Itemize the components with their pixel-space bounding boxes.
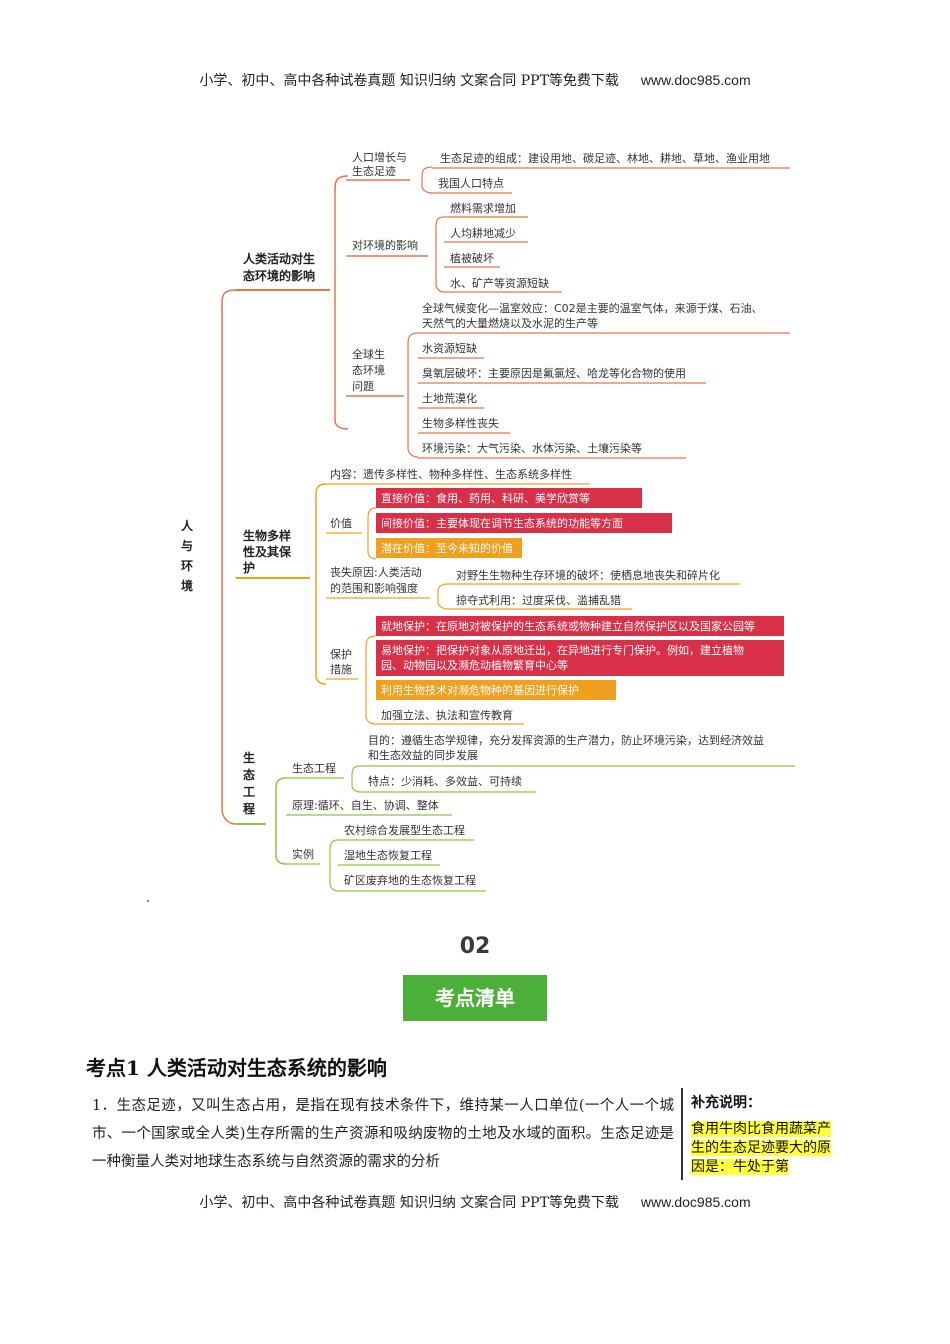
mind-map: 人 与 环 境 人类活动对生 态环境的影响 人口增长与 生态足迹 生态足迹的组成… (181, 150, 795, 892)
footer-url[interactable]: www.doc985.com (640, 1194, 751, 1210)
b2-value-1: 直接价值：食用、药用、科研、美学欣赏等 (381, 491, 590, 505)
b1-s3-item-1a: 全球气候变化—温室效应：C02是主要的温室气体，来源于煤、石油、 (422, 301, 763, 315)
b1-s2-item-3: 植被破坏 (450, 251, 494, 265)
root-char-4: 境 (181, 578, 193, 593)
branch-1: 人类活动对生 态环境的影响 人口增长与 生态足迹 生态足迹的组成：建设用地、碳足… (236, 150, 790, 459)
banner-label: 考点清单 (435, 986, 515, 1010)
root-char-2: 与 (181, 539, 193, 553)
branch-3-title-2: 态 (243, 767, 255, 782)
b1-s1-item-2: 我国人口特点 (438, 176, 504, 190)
header-url[interactable]: www.doc985.com (640, 72, 751, 88)
branch-2-title-line2: 性及其保 (242, 544, 292, 559)
b2-protect-title-2: 措施 (330, 662, 352, 676)
b2-value-2: 间接价值：主要体现在调节生态系统的功能等方面 (381, 516, 623, 530)
b2-content: 内容：遗传多样性、物种多样性、生态系统多样性 (330, 467, 572, 481)
branch-2-title-line1: 生物多样 (243, 528, 291, 543)
section-paragraph: 1．生态足迹，又叫生态占用，是指在现有技术条件下，维持某一人口单位(一个人一个城… (92, 1098, 674, 1170)
branch-3: 生 态 工 程 生态工程 目的：遵循生态学规律，充分发挥资源的生产潜力，防止环境… (236, 733, 795, 892)
b1-s2-item-4: 水、矿产等资源短缺 (450, 276, 549, 290)
value-potential-box (376, 538, 522, 558)
b1-s3-item-6: 环境污染：大气污染、水体污染、土壤污染等 (422, 441, 642, 455)
b3-s1-item-1a: 目的：遵循生态学规律，充分发挥资源的生产潜力，防止环境污染，达到经济效益 (368, 733, 764, 747)
page-header: 小学、初中、高中各种试卷真题 知识归纳 文案合同 PPT等免费下载 www.doc… (0, 70, 950, 90)
branch-1-title-line1: 人类活动对生 (243, 251, 315, 266)
b2-loss-1: 对野生生物种生存环境的破坏：使栖息地丧失和碎片化 (456, 568, 720, 582)
branch-3-title-1: 生 (243, 750, 255, 765)
root-char-1: 人 (181, 518, 194, 533)
sidebar-text-wrap: 食用牛肉比食用蔬菜产生的生态足迹要大的原因是：牛处于第 (691, 1120, 843, 1177)
b2-protect-4: 加强立法、执法和宣传教育 (381, 708, 513, 722)
b3-s3-item-1: 农村综合发展型生态工程 (344, 823, 465, 837)
header-text: 小学、初中、高中各种试卷真题 知识归纳 文案合同 PPT等免费下载 (199, 73, 619, 89)
b2-value-3: 潜在价值：至今未知的价值 (381, 541, 513, 555)
b3-s3-item-3: 矿区废弃地的生态恢复工程 (344, 873, 476, 887)
branch-3-title-4: 程 (243, 801, 255, 816)
b1-s1-title-1: 人口增长与 (352, 150, 407, 164)
b1-s2-item-2: 人均耕地减少 (450, 226, 516, 240)
b1-s3-item-2: 水资源短缺 (422, 341, 477, 355)
b1-s3-item-5: 生物多样性丧失 (422, 416, 499, 430)
banner-label-box: 考点清单 (403, 975, 547, 1021)
protect-biotech-box (376, 680, 616, 700)
sidebar-text: 食用牛肉比食用蔬菜产生的生态足迹要大的原因是：牛处于第 (691, 1121, 831, 1175)
b3-s3-item-2: 湿地生态恢复工程 (344, 848, 432, 862)
b3-s1-title: 生态工程 (292, 761, 336, 775)
section-title: 考点1 人类活动对生态系统的影响 (86, 1056, 387, 1080)
b2-protect-3: 利用生物技术对濒危物种的基因进行保护 (381, 683, 579, 697)
b1-s3-title-3: 问题 (352, 380, 374, 393)
b3-s3-title: 实例 (292, 847, 314, 861)
value-direct-box (376, 488, 642, 508)
b1-s1-item-1: 生态足迹的组成：建设用地、碳足迹、林地、耕地、草地、渔业用地 (440, 151, 770, 165)
branch-1-title-line2: 态环境的影响 (243, 268, 315, 283)
b2-protect-2a: 易地保护：把保护对象从原地迁出，在异地进行专门保护。例如，建立植物 (381, 643, 744, 657)
branch-2-title-line3: 护 (243, 560, 255, 575)
protect-insitu-box (376, 616, 784, 636)
b2-protect-2b: 园、动物园以及濒危动植物繁育中心等 (381, 658, 568, 672)
b1-s2-title: 对环境的影响 (352, 238, 418, 252)
b2-protect-1: 就地保护：在原地对被保护的生态系统或物种建立自然保护区以及国家公园等 (381, 619, 755, 633)
b3-principle: 原理:循环、自生、协调、整体 (292, 798, 439, 812)
b2-value-title: 价值 (330, 517, 352, 530)
sidebar-note: 补充说明： 食用牛肉比食用蔬菜产生的生态足迹要大的原因是：牛处于第 (681, 1088, 848, 1180)
banner-number: 02 (459, 934, 491, 959)
branch-2: 生物多样 性及其保 护 内容：遗传多样性、物种多样性、生态系统多样性 价值 直接… (236, 467, 784, 725)
b1-s3-title-1: 全球生 (352, 347, 385, 361)
b2-loss-title-1: 丧失原因:人类活动 (330, 565, 422, 579)
b2-protect-title-1: 保护 (330, 647, 352, 661)
stray-dot (147, 900, 149, 902)
sidebar-title: 补充说明： (691, 1095, 761, 1111)
root-bracket (221, 289, 237, 825)
b1-s2-item-1: 燃料需求增加 (450, 201, 516, 215)
value-indirect-box (376, 513, 672, 533)
footer-text: 小学、初中、高中各种试卷真题 知识归纳 文案合同 PPT等免费下载 (199, 1195, 619, 1211)
b2-loss-title-2: 的范围和影响强度 (330, 581, 418, 595)
b1-s3-item-4: 土地荒漠化 (422, 391, 477, 405)
root-char-3: 环 (181, 559, 193, 573)
b1-s3-item-3: 臭氧层破坏：主要原因是氟氯烃、哈龙等化合物的使用 (422, 366, 686, 380)
b2-loss-2: 掠夺式利用：过度采伐、滥捕乱猎 (456, 593, 621, 607)
b3-s1-item-1b: 和生态效益的同步发展 (368, 748, 478, 762)
mindmap-root: 人 与 环 境 (181, 518, 194, 593)
b1-s1-title-2: 生态足迹 (352, 164, 396, 178)
page-footer: 小学、初中、高中各种试卷真题 知识归纳 文案合同 PPT等免费下载 www.doc… (0, 1192, 950, 1212)
b1-s3-item-1b: 天然气的大量燃烧以及水泥的生产等 (422, 316, 598, 330)
b1-s3-title-2: 态环境 (352, 363, 385, 377)
b3-s1-item-2: 特点：少消耗、多效益、可持续 (368, 774, 522, 788)
branch-3-title-3: 工 (243, 785, 255, 799)
protect-exsitu-box (376, 640, 784, 676)
